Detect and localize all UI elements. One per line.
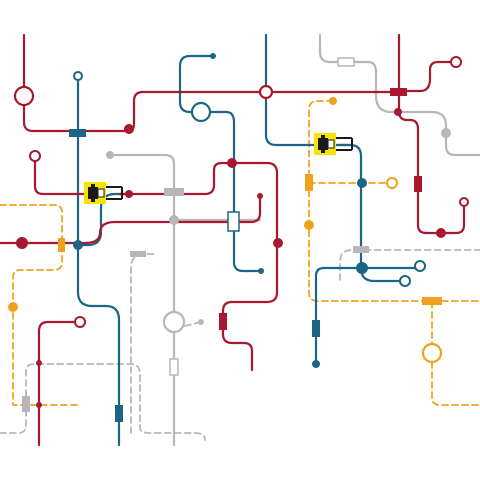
terminal-red [29, 150, 41, 162]
station-blocks [22, 88, 442, 422]
node-blue [357, 178, 367, 188]
station-block-blue [115, 405, 123, 422]
terminal-red [459, 197, 469, 207]
node-orange [8, 302, 18, 312]
node-gray [169, 215, 179, 225]
red-line [0, 33, 466, 447]
terminal-gray [162, 310, 186, 334]
station-block-blue [312, 320, 320, 337]
blue-line [76, 33, 422, 447]
transfer-boxes [169, 57, 355, 376]
station-block-red [219, 313, 227, 330]
station-block-gray [353, 246, 369, 253]
transfer-box-gray [169, 358, 179, 376]
node-gray [198, 319, 204, 325]
terminal-blue [73, 71, 83, 81]
node-gray [441, 128, 451, 138]
orange-dashed-line [0, 100, 480, 406]
node-red [16, 237, 28, 249]
terminal-red [450, 56, 462, 68]
station-block-blue [69, 129, 86, 137]
forklift-icon [84, 182, 123, 204]
node-red [394, 108, 402, 116]
station-block-orange [305, 174, 313, 191]
terminal-orange [421, 342, 443, 364]
terminal-blue [190, 101, 212, 123]
node-red [125, 190, 133, 198]
transfer-box-gray [337, 57, 355, 67]
terminal-red [13, 85, 35, 107]
hollow-nodes [13, 56, 469, 364]
forklift-icon [314, 133, 353, 155]
station-block-gray [22, 396, 30, 412]
station-block-gray [130, 251, 146, 257]
station-block-gray [164, 188, 184, 196]
gray-line [108, 33, 480, 447]
node-blue [356, 262, 368, 274]
filled-nodes [8, 53, 451, 408]
node-red [124, 124, 134, 134]
terminal-orange [386, 177, 398, 189]
node-red [227, 158, 237, 168]
node-red [273, 238, 283, 248]
terminal-red [258, 84, 274, 100]
node-blue [210, 53, 216, 59]
node-blue [312, 360, 320, 368]
station-block-orange [58, 238, 65, 252]
station-block-red [414, 176, 422, 192]
station-block-orange [422, 297, 442, 305]
node-gray [106, 151, 114, 159]
transfer-box-blue [227, 211, 240, 232]
terminal-blue [414, 260, 426, 272]
node-orange [304, 220, 314, 230]
node-blue [258, 268, 264, 274]
terminal-blue [399, 275, 411, 287]
node-orange [329, 97, 337, 105]
terminal-red [74, 316, 86, 328]
station-block-red [390, 88, 407, 96]
node-blue [73, 240, 83, 250]
node-red [36, 360, 42, 366]
node-red [436, 228, 446, 238]
node-red [36, 402, 42, 408]
node-red [257, 193, 263, 199]
